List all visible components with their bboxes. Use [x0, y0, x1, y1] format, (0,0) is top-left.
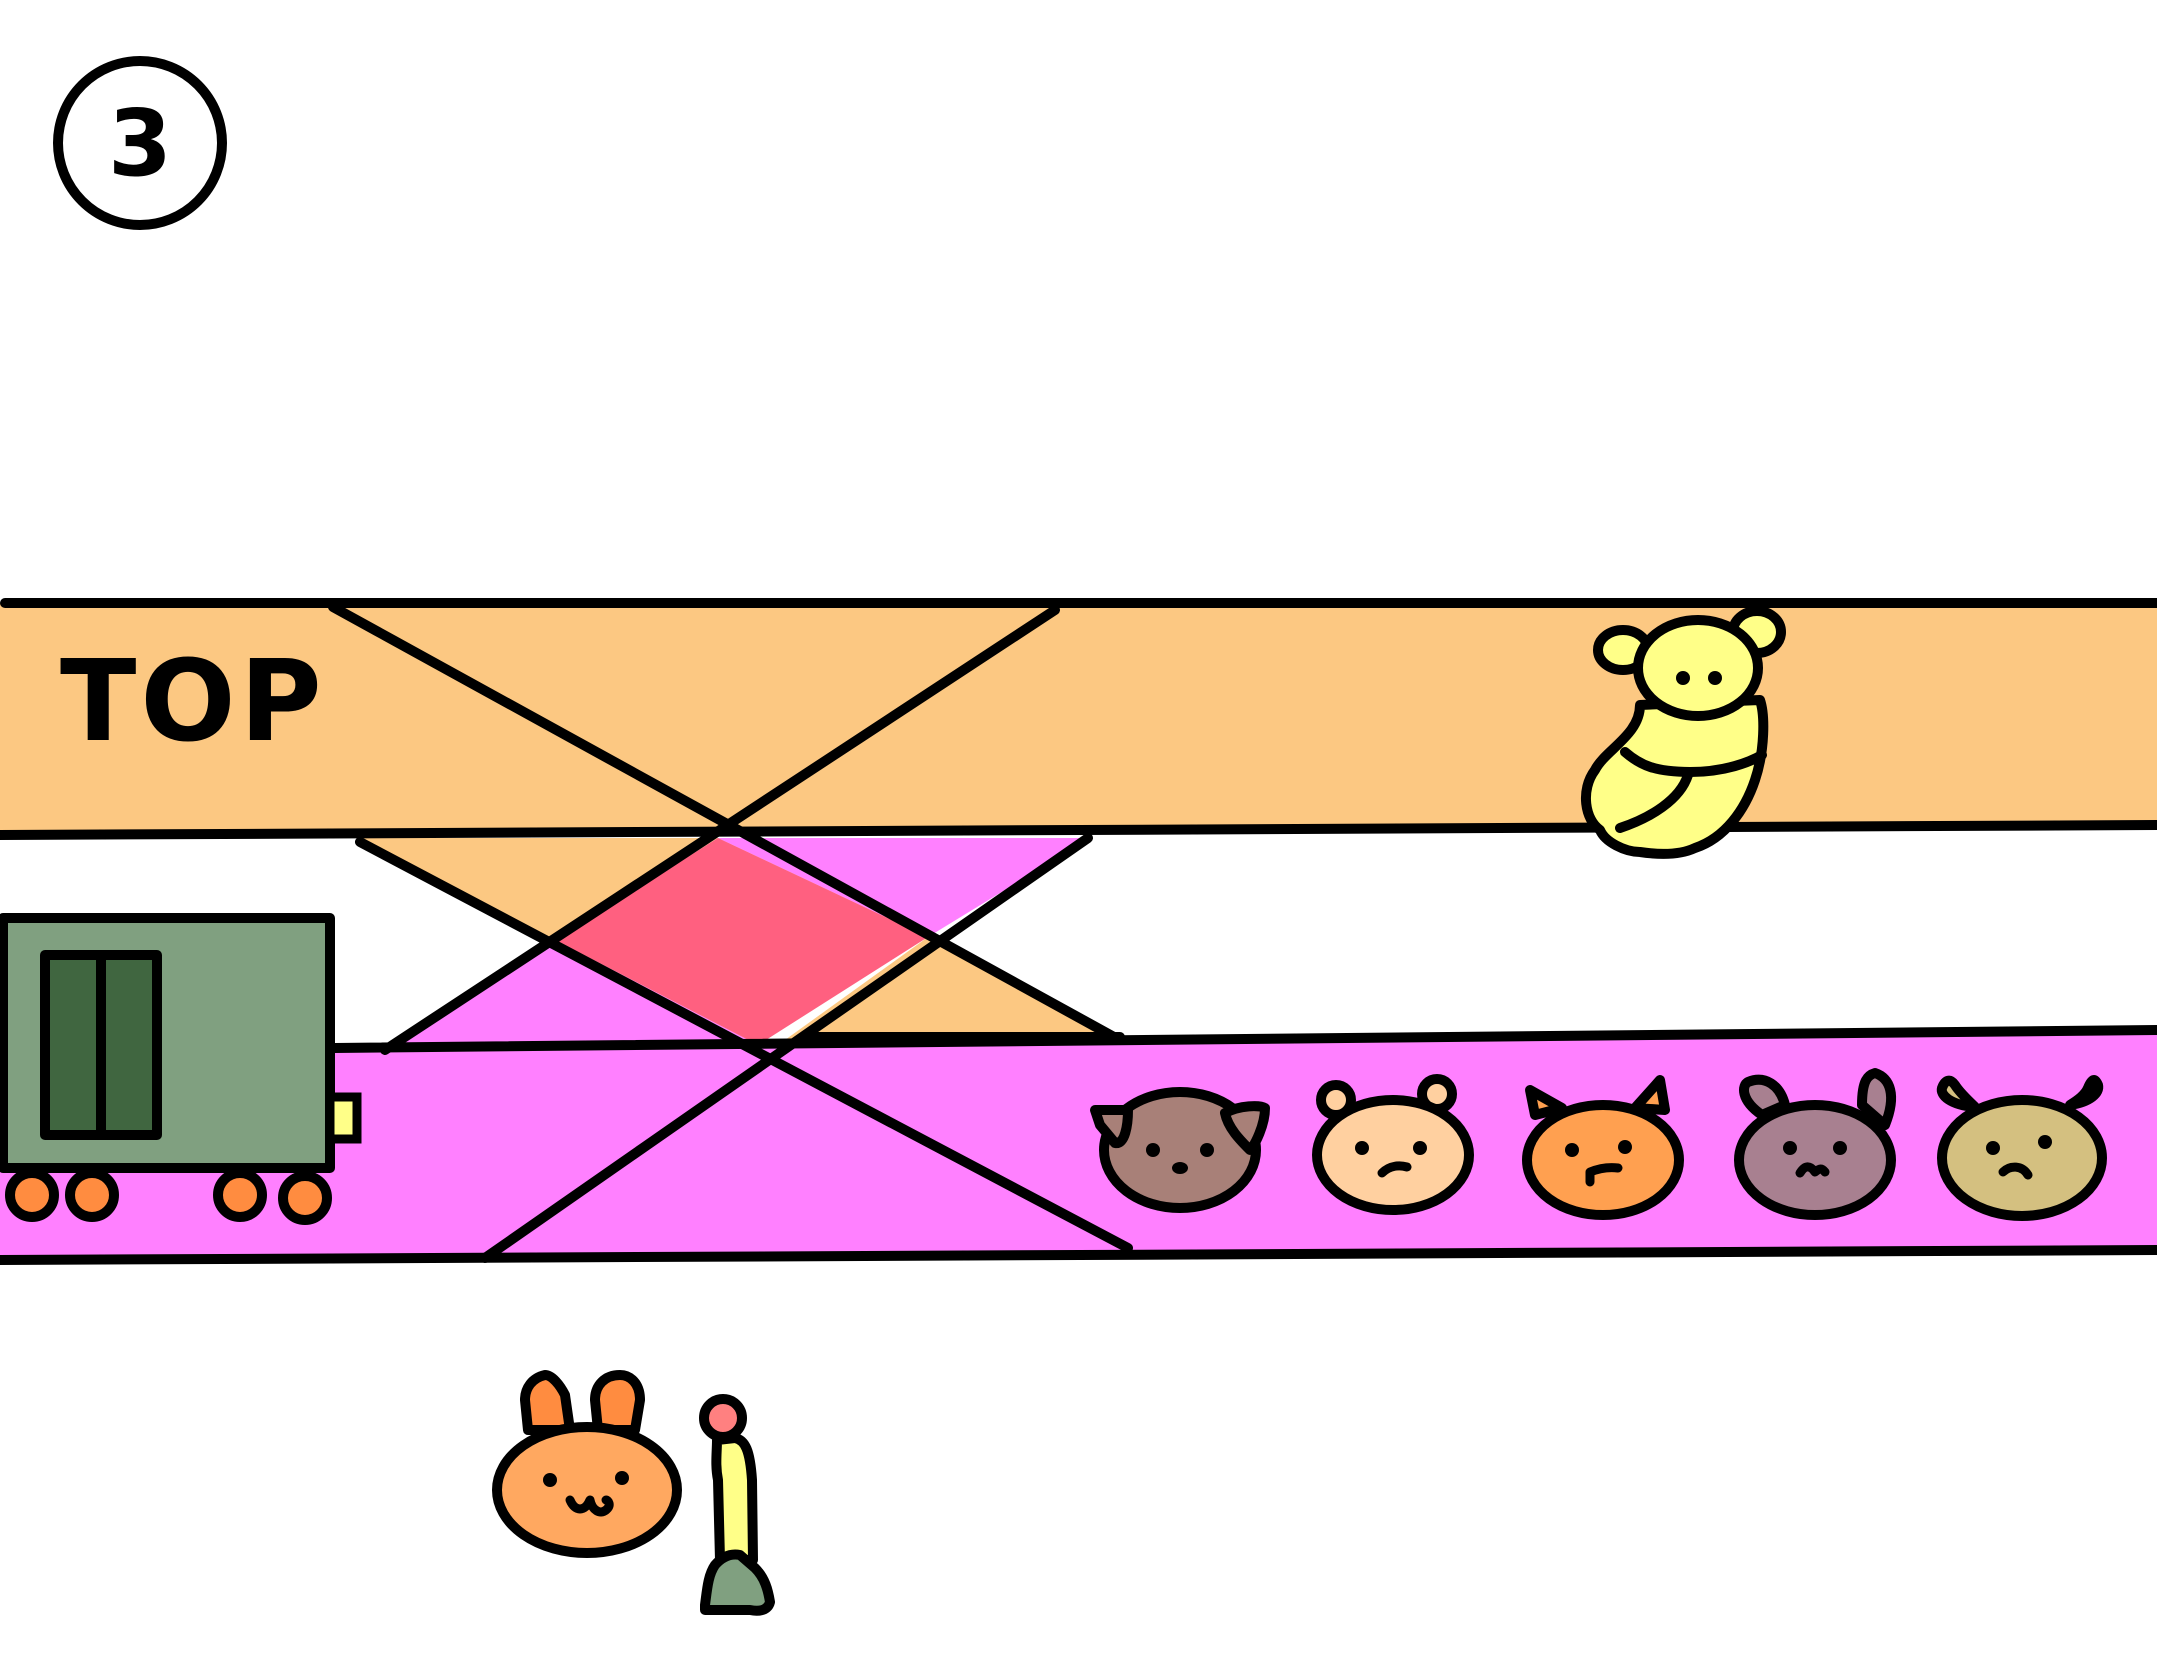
cow-eye-right: [2038, 1135, 2052, 1149]
mouse-face: [1734, 1100, 1896, 1220]
step-badge: 3: [53, 56, 227, 230]
caterpillar-eye-right: [1708, 671, 1722, 685]
train-wheel-2: [65, 1168, 119, 1222]
dog-ear-left: [1090, 1105, 1133, 1148]
caterpillar-eye-left: [1676, 671, 1690, 685]
diagonal-c: [355, 837, 1133, 1253]
mouse-ear-left: [1739, 1074, 1790, 1120]
cat-eye-left: [1565, 1143, 1579, 1157]
switch-lever[interactable]: [699, 1394, 775, 1616]
dog-ear-right: [1220, 1101, 1270, 1155]
rabbit: [492, 1370, 682, 1558]
train-wheel-1: [5, 1168, 59, 1222]
caterpillar-body: [1580, 695, 1769, 859]
cat-face: [1522, 1100, 1684, 1220]
rabbit-ear-left: [520, 1370, 575, 1435]
caterpillar-head: [1633, 615, 1763, 721]
mouse-eye-right: [1833, 1141, 1847, 1155]
step-number: 3: [108, 90, 172, 197]
top-rail-lower: [0, 820, 2157, 840]
diagonal-b: [380, 605, 1060, 1055]
cow-eye-left: [1986, 1141, 2000, 1155]
lever-knob: [699, 1394, 747, 1442]
cow-horn-right: [2065, 1075, 2104, 1110]
train-wheel-4: [278, 1171, 332, 1225]
crossover-orange-right: [778, 937, 1114, 1045]
crossover-orange-left: [358, 838, 718, 940]
bear-eye-right: [1413, 1141, 1427, 1155]
dog-eye-left: [1146, 1143, 1160, 1157]
rabbit-mouth: [565, 1495, 614, 1517]
rabbit-face: [492, 1422, 682, 1558]
cat-mouth: [1585, 1163, 1623, 1187]
bottom-rail-upper: [330, 1025, 2157, 1053]
cat-eye-right: [1618, 1140, 1632, 1154]
animal-mouse: [1734, 1068, 1897, 1220]
crossover-pink-top: [718, 838, 1090, 937]
rabbit-eye-right: [615, 1471, 629, 1485]
rabbit-ear-right: [590, 1370, 645, 1435]
train-headlight: [325, 1092, 362, 1144]
bottom-rail-lower: [0, 1245, 2157, 1265]
step-badge-circle: [53, 56, 227, 230]
train-wheel-3: [213, 1168, 267, 1222]
cow-horn-left: [1936, 1075, 1980, 1112]
crossover-overlap: [555, 838, 928, 1045]
animal-cat: [1522, 1075, 1684, 1220]
caterpillar: [1580, 606, 1786, 859]
mouse-eye-left: [1783, 1141, 1797, 1155]
train: [0, 913, 362, 1225]
dog-nose: [1172, 1162, 1188, 1174]
cat-ear-right: [1630, 1075, 1670, 1115]
rabbit-eye-left: [543, 1473, 557, 1487]
bear-eye-left: [1355, 1141, 1369, 1155]
lever-base: [700, 1549, 775, 1616]
mouse-ear-right: [1857, 1068, 1897, 1130]
crossover-pink-left: [387, 940, 758, 1050]
animal-dog: [1090, 1087, 1270, 1213]
diagonal-d: [480, 833, 1093, 1263]
dog-eye-right: [1200, 1143, 1214, 1157]
cat-ear-left: [1525, 1085, 1567, 1120]
lever-handle: [711, 1433, 758, 1565]
bear-face: [1312, 1095, 1474, 1215]
bear-mouth: [1377, 1161, 1412, 1178]
caterpillar-segment-2: [1615, 770, 1693, 833]
cow-mouth: [1998, 1162, 2033, 1180]
animal-cow: [1936, 1075, 2107, 1221]
cow-face: [1937, 1095, 2107, 1221]
mouse-nose: [1795, 1162, 1830, 1178]
animal-bear: [1312, 1074, 1474, 1215]
top-label: TOP: [60, 637, 326, 767]
